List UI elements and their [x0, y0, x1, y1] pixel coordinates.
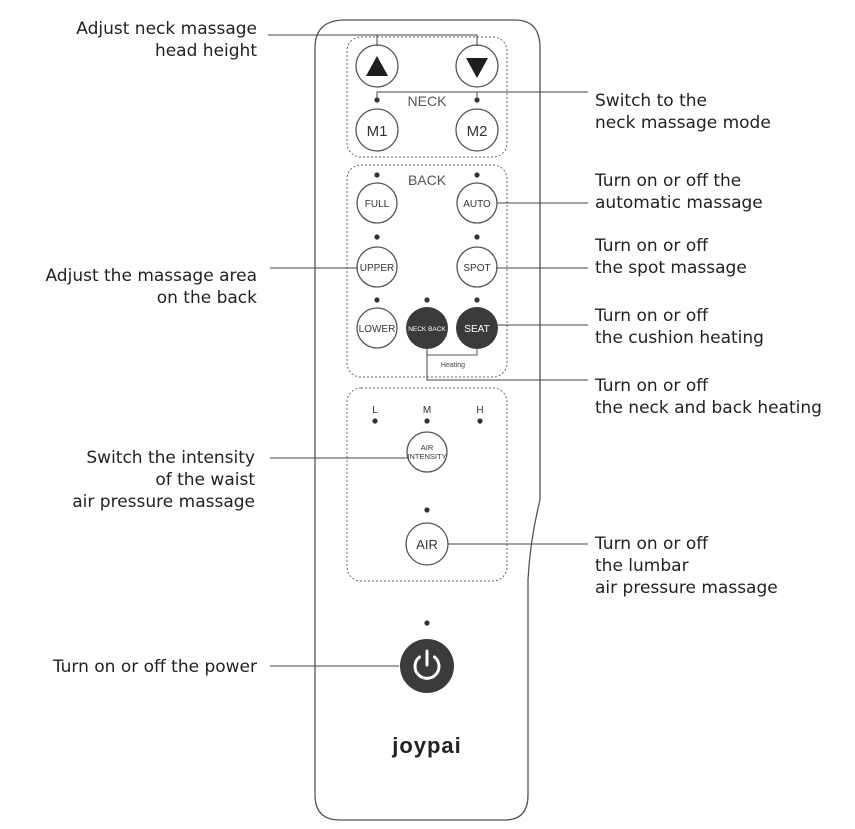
upper-indicator	[374, 234, 380, 240]
neck-group-panel	[346, 36, 508, 158]
triangle-down-icon	[466, 58, 488, 78]
seat-label: SEAT	[464, 324, 489, 335]
callout-lumbar-air-line2: the lumbar	[595, 556, 689, 576]
callout-spot-line2: the spot massage	[595, 258, 747, 278]
neck-title: NECK	[408, 93, 448, 109]
level-l-indicator	[372, 418, 378, 424]
callout-neck-height: Adjust neck massage head height	[76, 18, 257, 62]
heating-bracket	[426, 349, 478, 356]
callout-back-area: Adjust the massage area on the back	[45, 265, 257, 309]
air-indicator	[424, 507, 430, 513]
air-intensity-button[interactable]	[406, 431, 448, 473]
callout-neck-height-line1: Adjust neck massage	[76, 19, 257, 39]
line-neck-back-heating	[426, 349, 588, 381]
seat-indicator	[474, 297, 480, 303]
full-indicator	[374, 172, 380, 178]
level-l-label: L	[372, 405, 378, 416]
callout-cushion-heating-line2: the cushion heating	[595, 328, 764, 348]
lower-button[interactable]	[356, 307, 398, 349]
spot-button[interactable]	[456, 246, 498, 288]
callout-auto: Turn on or off the automatic massage	[595, 170, 763, 214]
callout-back-area-line2: on the back	[156, 288, 257, 308]
power-icon	[413, 649, 441, 680]
level-h-indicator	[477, 418, 483, 424]
callout-waist-intensity-line1: Switch the intensity	[86, 448, 255, 468]
power-indicator	[424, 620, 430, 626]
back-title: BACK	[408, 172, 447, 188]
level-m-label: M	[423, 405, 431, 416]
m2-button[interactable]	[455, 108, 499, 152]
line-neck-height	[268, 34, 478, 46]
neck-back-indicator	[424, 297, 430, 303]
lower-label: LOWER	[359, 324, 396, 335]
brand-logo: joypai	[391, 733, 462, 758]
neck-back-heating-button[interactable]	[406, 307, 448, 349]
callout-spot: Turn on or off the spot massage	[595, 235, 747, 279]
upper-button[interactable]	[356, 246, 398, 288]
m1-label: M1	[367, 123, 388, 140]
full-button[interactable]	[356, 182, 398, 224]
callout-back-area-line1: Adjust the massage area	[45, 266, 257, 286]
callout-power-line1: Turn on or off the power	[52, 657, 257, 677]
auto-indicator	[474, 172, 480, 178]
level-m-indicator	[424, 418, 430, 424]
triangle-up-icon	[366, 56, 388, 76]
neck-back-label: NECK BACK	[408, 326, 446, 333]
auto-label: AUTO	[463, 199, 491, 210]
heating-label: Heating	[441, 362, 465, 369]
callout-neck-height-line2: head height	[154, 41, 257, 61]
air-intensity-line1: AIR	[421, 443, 434, 452]
full-label: FULL	[365, 199, 390, 210]
callout-neck-mode-line1: Switch to the	[595, 91, 707, 111]
callout-cushion-heating-line1: Turn on or off	[595, 306, 708, 326]
spot-indicator	[474, 234, 480, 240]
callout-power: Turn on or off the power	[53, 656, 257, 678]
level-h-label: H	[476, 405, 483, 416]
callout-lumbar-air-line1: Turn on or off	[595, 534, 708, 554]
callout-auto-line2: automatic massage	[595, 193, 763, 213]
lower-indicator	[374, 297, 380, 303]
callout-cushion-heating: Turn on or off the cushion heating	[595, 305, 764, 349]
seat-heating-button[interactable]	[456, 307, 498, 349]
callout-neck-mode-line2: neck massage mode	[595, 113, 771, 133]
upper-label: UPPER	[360, 263, 394, 274]
callout-neck-back-heating: Turn on or off the neck and back heating	[595, 375, 822, 419]
air-intensity-line2: INTENSITY	[407, 452, 446, 461]
air-label: AIR	[416, 537, 438, 552]
callout-neck-mode: Switch to the neck massage mode	[595, 90, 771, 134]
air-group-panel	[346, 387, 508, 582]
m1-button[interactable]	[355, 108, 399, 152]
callout-auto-line1: Turn on or off the	[595, 171, 742, 191]
spot-label: SPOT	[463, 263, 490, 274]
callout-neck-back-heating-line2: the neck and back heating	[595, 398, 822, 418]
callout-spot-line1: Turn on or off	[595, 236, 708, 256]
m2-label: M2	[467, 123, 488, 140]
remote-body	[314, 19, 541, 821]
line-neck-mode	[376, 91, 588, 100]
callout-waist-intensity-line2: of the waist	[155, 470, 255, 490]
callout-lines	[268, 34, 588, 667]
callout-waist-intensity: Switch the intensity of the waist air pr…	[72, 447, 255, 513]
callout-neck-back-heating-line1: Turn on or off	[595, 376, 708, 396]
callout-waist-intensity-line3: air pressure massage	[72, 492, 255, 512]
callout-lumbar-air: Turn on or off the lumbar air pressure m…	[595, 533, 778, 599]
callout-lumbar-air-line3: air pressure massage	[595, 578, 778, 598]
